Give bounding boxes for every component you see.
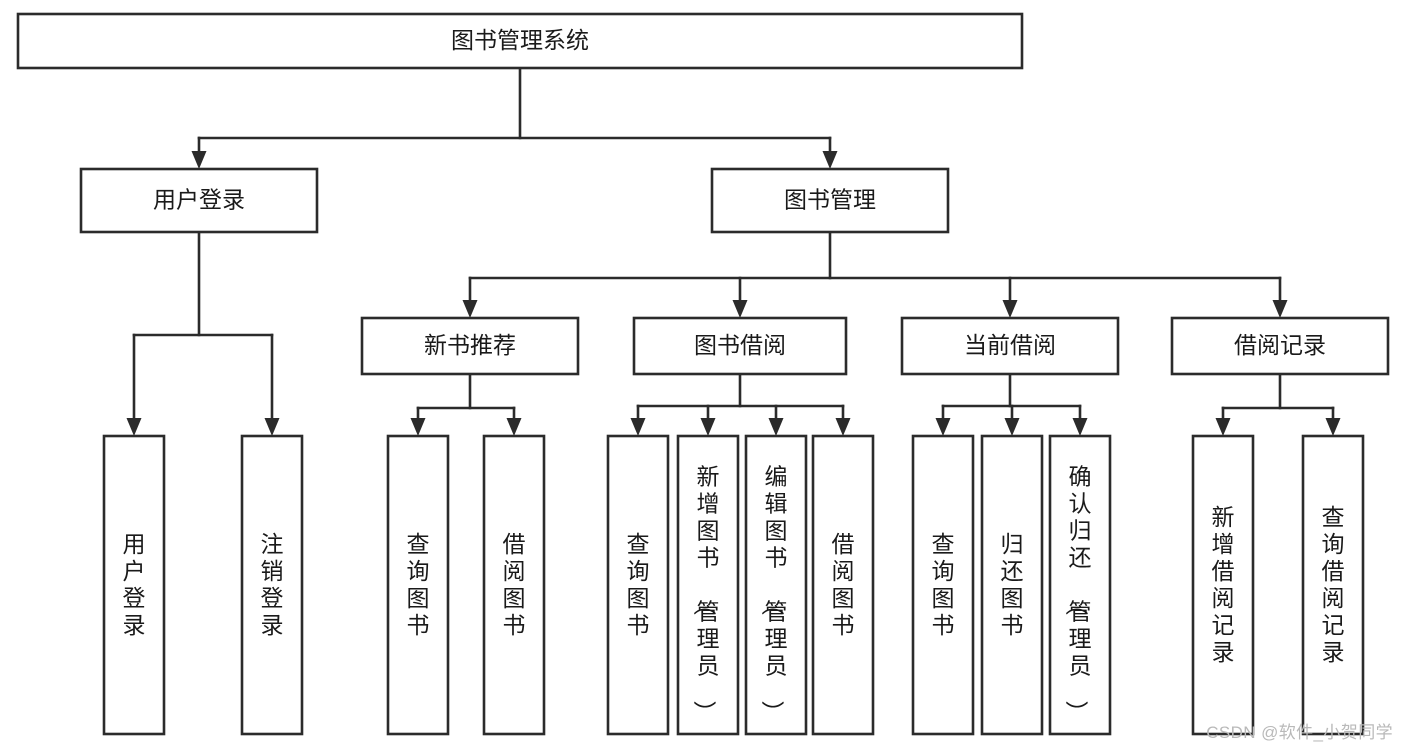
arrow-head-icon [700,418,716,436]
arrow-head-icon [768,418,784,436]
arrow-head-icon [462,300,478,318]
node-label-book-borrow: 图书借阅 [694,332,786,358]
arrow-head-icon [126,418,142,436]
node-leaf-recommend-query-book[interactable]: 查询图书 [386,434,450,736]
node-box-leaf-user-logout [240,434,304,736]
node-box-leaf-borrow-edit-book [744,434,808,736]
node-box-leaf-record-query [1301,434,1365,736]
node-box-leaf-user-login [102,434,166,736]
node-box-leaf-borrow-add-book [676,434,740,736]
node-book-borrow[interactable]: 图书借阅 [632,316,848,376]
arrow-head-icon [630,418,646,436]
node-box-user-login [79,167,319,234]
arrow-head-icon [264,418,280,436]
node-box-book-borrow [632,316,848,376]
arrow-head-icon [1215,418,1231,436]
node-root[interactable]: 图书管理系统 [16,12,1024,70]
node-leaf-recommend-borrow-book[interactable]: 借阅图书 [482,434,546,736]
node-box-book-manage [710,167,950,234]
node-label-user-login: 用户登录 [153,187,245,213]
node-box-leaf-borrow-query-book [606,434,670,736]
node-label-leaf-borrow-add-book: 新增图书（管理员） [692,464,720,724]
node-user-login[interactable]: 用户登录 [79,167,319,234]
node-label-leaf-record-add: 新增借阅记录 [1212,504,1235,665]
node-book-manage[interactable]: 图书管理 [710,167,950,234]
arrow-head-icon [1272,300,1288,318]
node-box-current-borrow [900,316,1120,376]
node-leaf-record-query[interactable]: 查询借阅记录 [1301,434,1365,736]
node-label-leaf-current-return-book: 归还图书 [1001,531,1024,638]
node-label-book-manage: 图书管理 [784,187,876,213]
node-leaf-borrow-add-book[interactable]: 新增图书（管理员） [676,434,740,736]
node-box-leaf-current-confirm-return [1048,434,1112,736]
node-label-leaf-current-query-book: 查询图书 [932,531,955,638]
node-box-leaf-current-return-book [980,434,1044,736]
node-box-root [16,12,1024,70]
arrow-head-icon [822,151,838,169]
node-label-current-borrow: 当前借阅 [964,332,1056,358]
node-layer: 图书管理系统用户登录图书管理新书推荐图书借阅当前借阅借阅记录用户登录注销登录查询… [16,12,1390,736]
arrow-head-icon [410,418,426,436]
node-leaf-user-login[interactable]: 用户登录 [102,434,166,736]
node-leaf-borrow-edit-book[interactable]: 编辑图书（管理员） [744,434,808,736]
node-current-borrow[interactable]: 当前借阅 [900,316,1120,376]
arrow-head-icon [1002,300,1018,318]
node-label-leaf-borrow-query-book: 查询图书 [627,531,650,638]
node-label-new-book-recommend: 新书推荐 [424,332,516,358]
node-label-leaf-user-login: 用户登录 [123,531,146,638]
node-box-leaf-borrow-lend-book [811,434,875,736]
arrow-head-icon [191,151,207,169]
arrow-head-icon [506,418,522,436]
node-box-new-book-recommend [360,316,580,376]
node-box-leaf-recommend-query-book [386,434,450,736]
node-new-book-recommend[interactable]: 新书推荐 [360,316,580,376]
node-leaf-record-add[interactable]: 新增借阅记录 [1191,434,1255,736]
arrow-head-icon [1072,418,1088,436]
node-leaf-current-query-book[interactable]: 查询图书 [911,434,975,736]
node-label-leaf-borrow-edit-book: 编辑图书（管理员） [760,464,788,724]
arrow-head-icon [835,418,851,436]
node-box-leaf-current-query-book [911,434,975,736]
node-label-leaf-recommend-borrow-book: 借阅图书 [503,531,526,638]
arrow-head-icon [935,418,951,436]
node-leaf-current-return-book[interactable]: 归还图书 [980,434,1044,736]
arrow-head-icon [732,300,748,318]
node-leaf-current-confirm-return[interactable]: 确认归还（管理员） [1048,434,1112,736]
node-label-root: 图书管理系统 [451,27,589,53]
connector-layer [126,66,1341,436]
node-leaf-borrow-query-book[interactable]: 查询图书 [606,434,670,736]
node-label-leaf-record-query: 查询借阅记录 [1322,504,1345,665]
node-label-leaf-current-confirm-return: 确认归还（管理员） [1064,464,1092,724]
arrow-head-icon [1325,418,1341,436]
node-label-leaf-user-logout: 注销登录 [261,531,284,638]
arrow-head-icon [1004,418,1020,436]
node-box-leaf-record-add [1191,434,1255,736]
node-label-leaf-borrow-lend-book: 借阅图书 [832,531,855,638]
node-leaf-borrow-lend-book[interactable]: 借阅图书 [811,434,875,736]
node-box-leaf-recommend-borrow-book [482,434,546,736]
node-leaf-user-logout[interactable]: 注销登录 [240,434,304,736]
node-label-leaf-recommend-query-book: 查询图书 [407,531,430,638]
node-label-borrow-record: 借阅记录 [1234,332,1326,358]
node-borrow-record[interactable]: 借阅记录 [1170,316,1390,376]
node-box-borrow-record [1170,316,1390,376]
